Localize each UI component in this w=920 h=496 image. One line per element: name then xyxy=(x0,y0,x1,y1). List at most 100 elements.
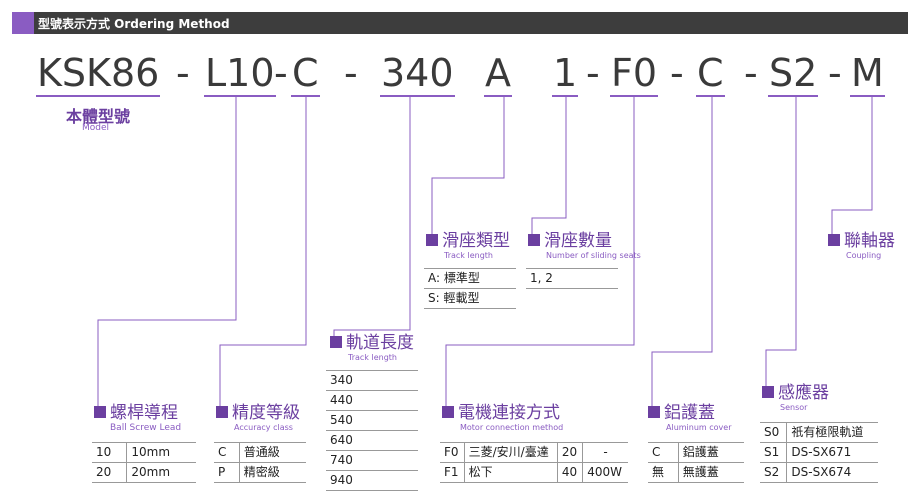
section-header: 型號表示方式 Ordering Method xyxy=(12,12,908,34)
coupling-title: 聯軸器 xyxy=(828,232,895,251)
table-row: 640 xyxy=(326,430,418,451)
table-cell: - xyxy=(582,442,628,463)
table-cell: 無 xyxy=(648,462,679,483)
table-cell: 640 xyxy=(326,430,418,451)
part-code-model: KSK86 xyxy=(36,51,161,97)
table-cell: C xyxy=(648,442,679,463)
accuracy-subtitle: Accuracy class xyxy=(234,423,293,432)
track-length-title: 軌道長度 xyxy=(330,334,414,353)
sensor-title: 感應器 xyxy=(762,384,829,403)
table-cell: DS-SX671 xyxy=(786,442,878,463)
slide-type-table: A: 標準型 S: 輕載型 xyxy=(424,268,516,309)
part-code-coupling: M xyxy=(850,51,885,97)
table-row: A: 標準型 xyxy=(424,268,516,289)
part-code-slide-count: 1 xyxy=(552,51,579,97)
accuracy-section: 精度等級 Accuracy class xyxy=(216,404,300,432)
table-row: 940 xyxy=(326,470,418,491)
bullet-square-icon xyxy=(330,336,342,348)
bullet-square-icon xyxy=(762,386,774,398)
table-row: 340 xyxy=(326,370,418,391)
table-cell: 940 xyxy=(326,470,418,491)
table-row: 1, 2 xyxy=(526,268,618,289)
coupling-section: 聯軸器 Coupling xyxy=(828,232,895,260)
lead-title: 螺桿導程 xyxy=(94,404,181,423)
motor-title: 電機連接方式 xyxy=(442,404,563,423)
part-code-sensor: S2 xyxy=(768,51,819,97)
model-subtitle: Model xyxy=(82,123,110,133)
table-cell: 340 xyxy=(326,370,418,391)
table-row: S: 輕載型 xyxy=(424,288,516,309)
table-cell: F1 xyxy=(440,462,465,483)
code-separator: - xyxy=(176,51,190,95)
table-cell: 精密級 xyxy=(239,462,306,483)
code-separator: - xyxy=(828,51,842,95)
table-cell: 松下 xyxy=(464,462,558,483)
table-cell: 540 xyxy=(326,410,418,431)
table-cell: 祇有極限軌道 xyxy=(786,422,878,443)
lead-section: 螺桿導程 Ball Screw Lead xyxy=(94,404,181,433)
slide-count-table: 1, 2 xyxy=(526,268,618,289)
table-cell: 20mm xyxy=(126,462,196,483)
table-cell: 鋁護蓋 xyxy=(678,442,744,463)
table-cell: A: 標準型 xyxy=(424,268,516,289)
sensor-section: 感應器 Sensor xyxy=(762,384,829,412)
slide-type-section: 滑座類型 Track length xyxy=(426,232,510,260)
bullet-square-icon xyxy=(648,406,660,418)
table-cell: 1, 2 xyxy=(526,268,618,289)
part-code-lead: L10 xyxy=(204,51,276,97)
table-cell: F0 xyxy=(440,442,465,463)
section-title: 型號表示方式 Ordering Method xyxy=(38,17,230,31)
table-row: 540 xyxy=(326,410,418,431)
accuracy-title: 精度等級 xyxy=(216,404,300,423)
code-separator: - xyxy=(344,51,358,95)
cover-title: 鋁護蓋 xyxy=(648,404,732,423)
table-cell: 400W xyxy=(582,462,628,483)
part-code-accuracy: C xyxy=(291,51,320,97)
cover-subtitle: Aluminum cover xyxy=(666,423,732,432)
model-title: 本體型號 xyxy=(66,107,131,126)
bullet-square-icon xyxy=(828,234,840,246)
table-cell: 無護蓋 xyxy=(678,462,744,483)
part-code-cover: C xyxy=(696,51,725,97)
bullet-square-icon xyxy=(426,234,438,246)
table-row: 無無護蓋 xyxy=(648,462,744,483)
code-separator: - xyxy=(274,51,288,95)
coupling-subtitle: Coupling xyxy=(846,251,882,260)
table-cell: S: 輕載型 xyxy=(424,288,516,309)
motor-section: 電機連接方式 Motor connection method xyxy=(442,404,563,432)
track-length-table: 340 440 540 640 740 940 xyxy=(326,370,418,491)
lead-subtitle: Ball Screw Lead xyxy=(110,423,182,433)
slide-count-subtitle: Number of sliding seats xyxy=(546,251,641,260)
track-length-section: 軌道長度 Track length xyxy=(330,334,414,362)
slide-type-title: 滑座類型 xyxy=(426,232,510,251)
bullet-square-icon xyxy=(442,406,454,418)
part-code-motor: F0 xyxy=(610,51,659,97)
code-separator: - xyxy=(670,51,684,95)
cover-section: 鋁護蓋 Aluminum cover xyxy=(648,404,732,432)
table-cell: 440 xyxy=(326,390,418,411)
slide-type-subtitle: Track length xyxy=(444,251,493,260)
table-cell: S1 xyxy=(760,442,788,463)
table-cell: C xyxy=(214,442,240,463)
slide-count-title: 滑座數量 xyxy=(528,232,641,251)
table-cell: S0 xyxy=(760,422,788,443)
table-cell: DS-SX674 xyxy=(786,462,878,483)
table-row: 740 xyxy=(326,450,418,471)
table-cell: 20 xyxy=(557,442,584,463)
